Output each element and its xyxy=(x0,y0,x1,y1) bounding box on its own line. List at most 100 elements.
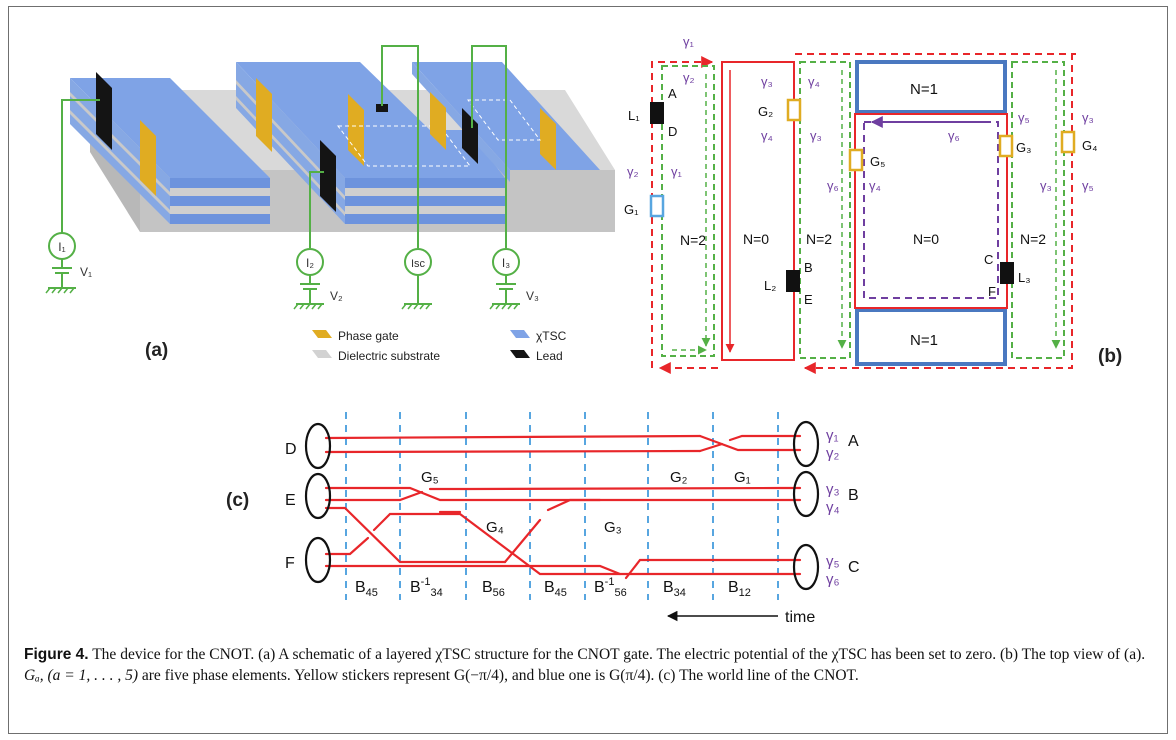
region-n2-left: N=2 xyxy=(680,232,706,248)
gamma-label-c: γ₄ xyxy=(826,499,840,516)
legend-phase-gate: Phase gate xyxy=(338,329,399,343)
gamma-label-b: γ₃ xyxy=(761,74,773,89)
panel-c-label: (c) xyxy=(226,490,249,511)
probe-i2: I₂ V₂ xyxy=(293,248,343,310)
legend-swatch-lead xyxy=(510,350,530,358)
gate-g3-c: G₃ xyxy=(604,519,622,536)
caption-label: Figure 4. xyxy=(24,646,89,663)
panel-b-topview: N=2 N=0 N=2 N=0 N=2 N=1 N=1 L₁ L₂ L₃ A D… xyxy=(624,34,1122,374)
braid-b-inv-56: B-156 xyxy=(594,576,627,599)
legend-swatch-chi-tsc xyxy=(510,330,530,338)
panel-b-label: (b) xyxy=(1098,346,1122,367)
panel-c-worldline: D E F A B C γ₁ γ₂ γ₃ γ₄ γ₅ γ₆ G₅ G₂ G₁ G… xyxy=(226,412,860,626)
lead-l3-label: L₃ xyxy=(1018,270,1031,285)
region-n1-top: N=1 xyxy=(910,81,938,98)
point-c: C xyxy=(984,252,993,267)
point-e: E xyxy=(804,292,813,307)
probe-wires xyxy=(61,45,507,248)
panel-a-label: (a) xyxy=(145,340,168,361)
gamma-label-b: γ₃ xyxy=(1040,178,1052,193)
lead-l3 xyxy=(1000,262,1014,284)
gamma-label-b: γ₆ xyxy=(948,128,960,143)
gate-g2 xyxy=(786,98,802,122)
braid-b-inv-34: B-134 xyxy=(410,576,443,599)
point-f: F xyxy=(988,284,996,299)
legend-swatch-phase-gate xyxy=(312,330,332,338)
gate-g1-label: G₁ xyxy=(624,202,639,217)
legend-dielectric-substrate: Dielectric substrate xyxy=(338,349,440,363)
gamma-label-b: γ₅ xyxy=(1018,110,1030,125)
lead-l1 xyxy=(650,102,664,124)
region-n0-left: N=0 xyxy=(743,231,769,247)
probe-v2-label: V₂ xyxy=(330,289,343,303)
gate-g2-label: G₂ xyxy=(758,104,773,119)
gamma-label-b: γ₂ xyxy=(627,164,639,179)
gate-g2-c: G₂ xyxy=(670,469,688,486)
region-n1-bottom: N=1 xyxy=(910,332,938,349)
point-d: D xyxy=(668,124,677,139)
gate-g1-c: G₁ xyxy=(734,469,751,486)
node-b: B xyxy=(848,487,859,504)
probe-isc-label: Isc xyxy=(411,258,426,270)
probe-i1: I₁ V₁ xyxy=(45,232,92,294)
probe-isc: Isc xyxy=(401,248,432,310)
gamma-label-b: γ₁ xyxy=(671,164,683,179)
probe-i2-label: I₂ xyxy=(306,256,314,270)
braid-b45-2: B45 xyxy=(544,579,567,599)
region-n2-mid: N=2 xyxy=(806,231,832,247)
braid-b12: B12 xyxy=(728,579,751,599)
panel-a-device: I₁ V₁ I₂ V₂ Isc xyxy=(45,45,615,363)
gamma-label-b: γ₄ xyxy=(808,74,820,89)
gate-g4-label: G₄ xyxy=(1082,138,1097,153)
figure-svg: I₁ V₁ I₂ V₂ Isc xyxy=(45,34,1122,626)
node-f: F xyxy=(285,555,295,572)
gamma-label-b: γ₁ xyxy=(683,34,695,49)
probe-v3-label: V₃ xyxy=(526,289,539,303)
gamma-label-b: γ₅ xyxy=(1082,178,1094,193)
gamma-label-b: γ₂ xyxy=(683,70,695,85)
gamma-label-c: γ₅ xyxy=(826,553,840,570)
panel-a-legend: Phase gate χTSC Dielectric substrate Lea… xyxy=(312,329,567,363)
gamma-label-b: γ₃ xyxy=(1082,110,1094,125)
gamma-label-b: γ₆ xyxy=(827,178,839,193)
gate-g5-label: G₅ xyxy=(870,154,885,169)
probe-i1-label: I₁ xyxy=(58,240,65,254)
gate-g5-c: G₅ xyxy=(421,469,439,486)
gamma-label-c: γ₂ xyxy=(826,445,840,462)
lead-l1-label: L₁ xyxy=(628,108,640,123)
chi-tsc-slab-1 xyxy=(70,72,270,224)
legend-swatch-substrate xyxy=(312,350,332,358)
gate-g4 xyxy=(1060,130,1076,154)
gamma-label-b: γ₄ xyxy=(869,178,881,193)
gate-g5 xyxy=(848,148,864,172)
figure-caption: Figure 4. The device for the CNOT. (a) A… xyxy=(24,644,1152,686)
braid-b56: B56 xyxy=(482,579,505,599)
gate-g3-label: G₃ xyxy=(1016,140,1031,155)
caption-text-1: The device for the CNOT. (a) A schematic… xyxy=(92,646,1146,663)
probe-v1-label: V₁ xyxy=(80,265,92,279)
point-a: A xyxy=(668,86,677,101)
lead-l2 xyxy=(786,270,800,292)
figure-frame xyxy=(8,6,1168,734)
region-n0-center: N=0 xyxy=(913,231,939,247)
gamma-label-c: γ₁ xyxy=(826,427,839,444)
caption-text-2: are five phase elements. Yellow stickers… xyxy=(141,667,859,684)
probe-i3-label: I₃ xyxy=(502,256,510,270)
gamma-label-c: γ₆ xyxy=(826,571,840,588)
time-label: time xyxy=(785,609,815,626)
legend-lead: Lead xyxy=(536,349,563,363)
gamma-label-b: γ₃ xyxy=(810,128,822,143)
braid-b34: B34 xyxy=(663,579,686,599)
node-c: C xyxy=(848,559,860,576)
caption-math-ga: Gₐ, (a = 1, . . . , 5) xyxy=(24,667,139,684)
node-e: E xyxy=(285,492,296,509)
gamma-label-b: γ₄ xyxy=(761,128,773,143)
chi-tsc-slab-2 xyxy=(236,62,505,224)
gate-g1 xyxy=(649,194,665,218)
point-b: B xyxy=(804,260,813,275)
gamma-label-c: γ₃ xyxy=(826,481,840,498)
node-a: A xyxy=(848,433,859,450)
gate-g3 xyxy=(998,134,1014,158)
node-d: D xyxy=(285,441,297,458)
braid-b45: B45 xyxy=(355,579,378,599)
